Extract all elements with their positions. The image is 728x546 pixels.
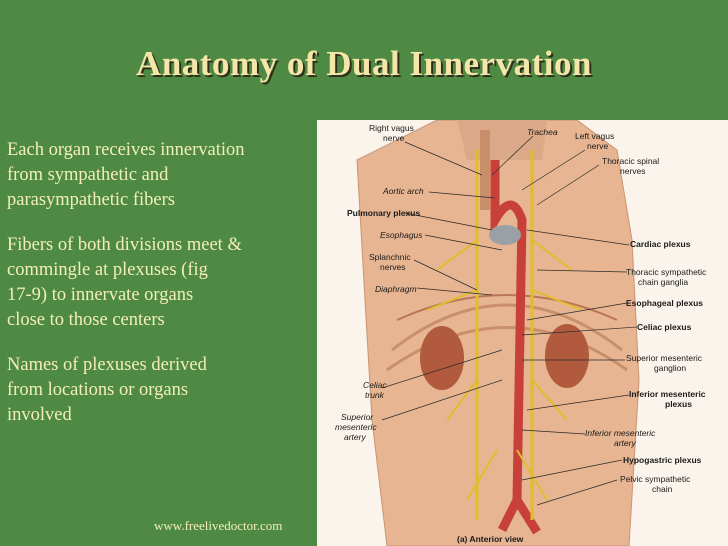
label-thoracic-spinal: Thoracic spinal — [602, 156, 659, 166]
bullet-line: 17-9) to innervate organs — [7, 285, 194, 305]
bullet-line: from sympathetic and — [7, 165, 169, 185]
bullet-line: commingle at plexuses (fig — [7, 260, 208, 280]
label-esophagus: Esophagus — [380, 230, 423, 240]
torso-shape — [356, 120, 640, 546]
label-inferior-mesenteric-artery: Inferior mesenteric — [585, 428, 656, 438]
anatomy-illustration: Right vagus nerve Trachea Left vagus ner… — [335, 120, 707, 546]
neck-shape — [457, 120, 547, 160]
label-view: (a) Anterior view — [457, 534, 524, 544]
label-inferior-mesenteric-plexus: plexus — [665, 399, 692, 409]
label-superior-mesenteric-artery: mesenteric — [335, 422, 377, 432]
label-trachea: Trachea — [527, 127, 558, 137]
label-left-vagus: Left vagus — [575, 131, 614, 141]
bullet-item: Each organ receives innervation from sym… — [7, 138, 307, 213]
bronchus — [489, 225, 521, 245]
aorta — [490, 160, 541, 535]
label-celiac-trunk: trunk — [365, 390, 385, 400]
label-celiac-plexus: Celiac plexus — [637, 322, 692, 332]
label-right-vagus: nerve — [383, 133, 405, 143]
label-thoracic-sympathetic: chain ganglia — [638, 277, 688, 287]
bullet-list: Each organ receives innervation from sym… — [7, 138, 307, 448]
label-pelvic-sympathetic-chain: Pelvic sympathetic — [620, 474, 691, 484]
bullet-line: close to those centers — [7, 310, 165, 330]
anatomy-figure: Right vagus nerve Trachea Left vagus ner… — [317, 120, 728, 546]
label-pulmonary-plexus: Pulmonary plexus — [347, 208, 420, 218]
label-thoracic-sympathetic: Thoracic sympathetic — [626, 267, 707, 277]
label-hypogastric-plexus: Hypogastric plexus — [623, 455, 702, 465]
label-superior-mesenteric-ganglion: Superior mesenteric — [626, 353, 703, 363]
footer-url: www.freelivedoctor.com — [154, 518, 283, 533]
bullet-line: from locations or organs — [7, 380, 189, 400]
label-pelvic-sympathetic-chain: chain — [652, 484, 673, 494]
label-cardiac-plexus: Cardiac plexus — [630, 239, 691, 249]
bullet-line: Each organ receives innervation — [7, 140, 245, 160]
left-kidney — [545, 324, 589, 388]
label-aortic-arch: Aortic arch — [382, 186, 424, 196]
bullet-item: Fibers of both divisions meet & commingl… — [7, 233, 307, 333]
bullet-item: Names of plexuses derived from locations… — [7, 353, 307, 428]
slide-title: Anatomy of Dual Innervation — [136, 44, 592, 83]
bullet-line: Fibers of both divisions meet & — [7, 235, 242, 255]
leader-lines — [381, 135, 638, 506]
label-inferior-mesenteric-artery: artery — [614, 438, 636, 448]
bullet-line: Names of plexuses derived — [7, 355, 207, 375]
label-diaphragm: Diaphragm — [375, 284, 417, 294]
label-right-vagus: Right vagus — [369, 123, 414, 133]
label-superior-mesenteric-ganglion: ganglion — [654, 363, 686, 373]
bullet-line: involved — [7, 405, 72, 425]
label-superior-mesenteric-artery: artery — [344, 432, 366, 442]
label-splanchnic: nerves — [380, 262, 406, 272]
nerve-branch — [426, 239, 583, 501]
label-superior-mesenteric-artery: Superior — [341, 412, 374, 422]
bullet-line: parasympathetic fibers — [7, 190, 175, 210]
label-esophageal-plexus: Esophageal plexus — [626, 298, 703, 308]
label-left-vagus: nerve — [587, 141, 609, 151]
right-kidney — [420, 326, 464, 390]
label-thoracic-spinal: nerves — [620, 166, 646, 176]
label-inferior-mesenteric-plexus: Inferior mesenteric — [629, 389, 706, 399]
rib-arc — [386, 326, 628, 372]
label-celiac-trunk: Celiac — [363, 380, 387, 390]
label-splanchnic: Splanchnic — [369, 252, 411, 262]
